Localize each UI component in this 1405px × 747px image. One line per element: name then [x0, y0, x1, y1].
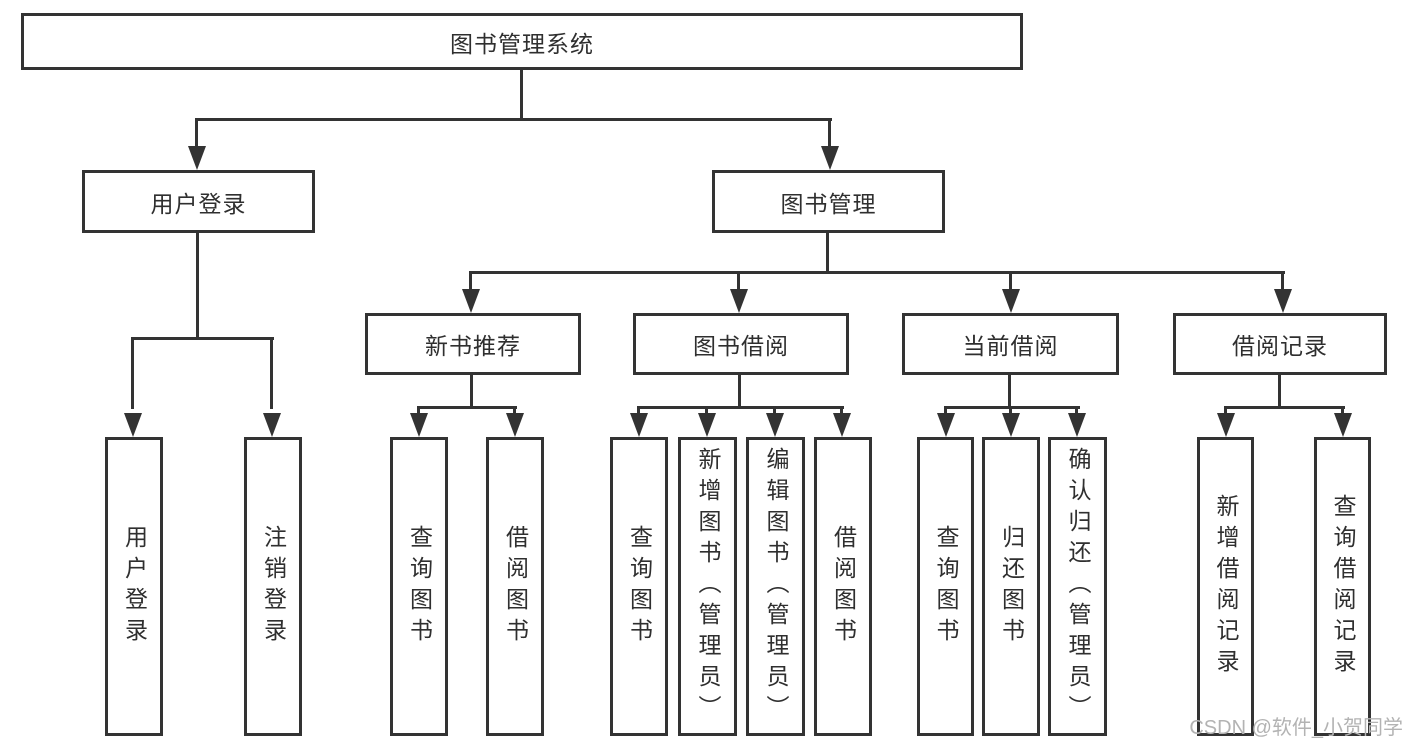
node-current-borrow: 当前借阅 [902, 313, 1119, 375]
leaf-current-query-books-label: 查询图书 [933, 524, 959, 649]
leaf-query-borrow-record: 查询借阅记录 [1314, 437, 1371, 736]
connector-line [196, 233, 199, 340]
node-current-borrow-label: 当前借阅 [962, 333, 1059, 359]
connector-line [470, 375, 473, 409]
connector-line [1224, 406, 1345, 409]
connector-line [270, 337, 273, 409]
leaf-add-books-admin: 新增图书（管理员） [678, 437, 737, 736]
leaf-add-borrow-record: 新增借阅记录 [1197, 437, 1254, 736]
connector-line [773, 406, 776, 418]
arrowhead-down-icon [1002, 413, 1020, 437]
connector-line [417, 406, 420, 418]
connector-line [520, 70, 523, 120]
arrowhead-down-icon [766, 413, 784, 437]
leaf-recommend-query-books: 查询图书 [390, 437, 448, 736]
node-book-management-label: 图书管理 [780, 190, 877, 217]
connector-line [131, 337, 134, 409]
connector-line [1281, 271, 1284, 293]
connector-line [1341, 406, 1344, 418]
leaf-return-books-label: 归还图书 [998, 524, 1025, 649]
node-book-borrow: 图书借阅 [633, 313, 849, 375]
connector-line [944, 406, 947, 418]
leaf-confirm-return-admin: 确认归还（管理员） [1048, 437, 1107, 736]
node-new-book-recommend: 新书推荐 [365, 313, 581, 375]
leaf-query-borrow-record-label: 查询借阅记录 [1330, 493, 1356, 680]
arrowhead-down-icon [506, 413, 524, 437]
arrowhead-down-icon [1068, 413, 1086, 437]
csdn-watermark: CSDN @软件_小贺同学 [1189, 717, 1403, 739]
connector-line [738, 375, 741, 409]
node-book-borrow-label: 图书借阅 [693, 333, 789, 359]
leaf-add-books-admin-label: 新增图书（管理员） [695, 447, 721, 726]
leaf-recommend-borrow-books-label: 借阅图书 [502, 524, 529, 649]
connector-line [737, 271, 740, 293]
arrowhead-down-icon [1002, 289, 1020, 313]
leaf-return-books: 归还图书 [982, 437, 1040, 736]
connector-line [1009, 406, 1012, 418]
connector-line [196, 118, 832, 121]
connector-line [1009, 271, 1012, 293]
arrowhead-down-icon [1334, 413, 1352, 437]
arrowhead-down-icon [1217, 413, 1235, 437]
connector-line [1224, 406, 1227, 418]
arrowhead-down-icon [937, 413, 955, 437]
leaf-logout: 注销登录 [244, 437, 302, 736]
connector-line [1008, 375, 1011, 409]
arrowhead-down-icon [821, 146, 839, 170]
leaf-user-login: 用户登录 [105, 437, 163, 736]
arrowhead-down-icon [833, 413, 851, 437]
connector-line [1075, 406, 1078, 418]
connector-line [705, 406, 708, 418]
node-user-login: 用户登录 [82, 170, 315, 233]
connector-line [840, 406, 843, 418]
leaf-borrow-query-books: 查询图书 [610, 437, 668, 736]
node-new-book-recommend-label: 新书推荐 [425, 333, 521, 359]
connector-line [195, 118, 198, 156]
leaf-borrow-query-books-label: 查询图书 [626, 524, 653, 649]
connector-line [828, 118, 831, 156]
leaf-recommend-borrow-books: 借阅图书 [486, 437, 544, 736]
connector-line [417, 406, 517, 409]
connector-line [469, 271, 1285, 274]
connector-line [944, 406, 1080, 409]
leaf-borrow-books-label: 借阅图书 [830, 524, 857, 649]
arrowhead-down-icon [630, 413, 648, 437]
connector-line [513, 406, 516, 418]
connector-line [1278, 375, 1281, 409]
arrowhead-down-icon [698, 413, 716, 437]
leaf-current-query-books: 查询图书 [917, 437, 974, 736]
arrowhead-down-icon [124, 413, 142, 437]
connector-line [469, 271, 472, 293]
arrowhead-down-icon [410, 413, 428, 437]
leaf-user-login-label: 用户登录 [121, 524, 148, 649]
node-book-management: 图书管理 [712, 170, 945, 233]
leaf-logout-label: 注销登录 [260, 524, 287, 649]
node-root: 图书管理系统 [21, 13, 1023, 70]
node-borrow-records-label: 借阅记录 [1232, 333, 1328, 359]
arrowhead-down-icon [1274, 289, 1292, 313]
node-borrow-records: 借阅记录 [1173, 313, 1387, 375]
connector-line [131, 337, 274, 340]
arrowhead-down-icon [263, 413, 281, 437]
leaf-recommend-query-books-label: 查询图书 [406, 524, 433, 649]
leaf-edit-books-admin: 编辑图书（管理员） [746, 437, 805, 736]
connector-line [826, 233, 829, 274]
leaf-edit-books-admin-label: 编辑图书（管理员） [763, 447, 789, 726]
node-user-login-label: 用户登录 [150, 190, 247, 217]
node-root-label: 图书管理系统 [450, 30, 594, 57]
leaf-confirm-return-admin-label: 确认归还（管理员） [1065, 447, 1091, 726]
arrowhead-down-icon [462, 289, 480, 313]
arrowhead-down-icon [188, 146, 206, 170]
arrowhead-down-icon [730, 289, 748, 313]
leaf-add-borrow-record-label: 新增借阅记录 [1213, 493, 1239, 680]
connector-line [637, 406, 640, 418]
connector-line [637, 406, 844, 409]
leaf-borrow-books: 借阅图书 [814, 437, 872, 736]
